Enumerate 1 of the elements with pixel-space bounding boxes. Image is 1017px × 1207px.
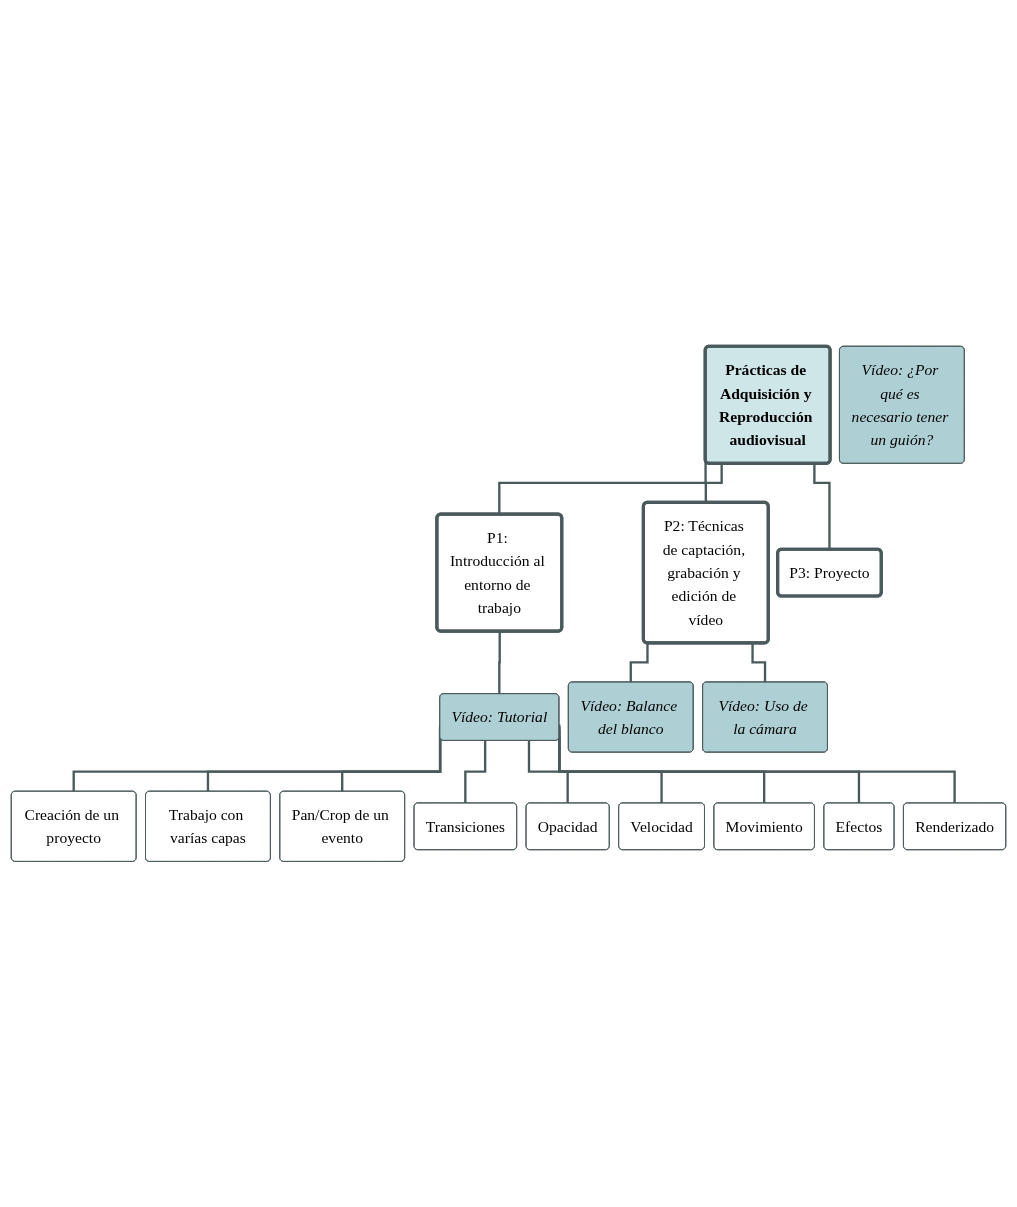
connector [498,631,501,695]
